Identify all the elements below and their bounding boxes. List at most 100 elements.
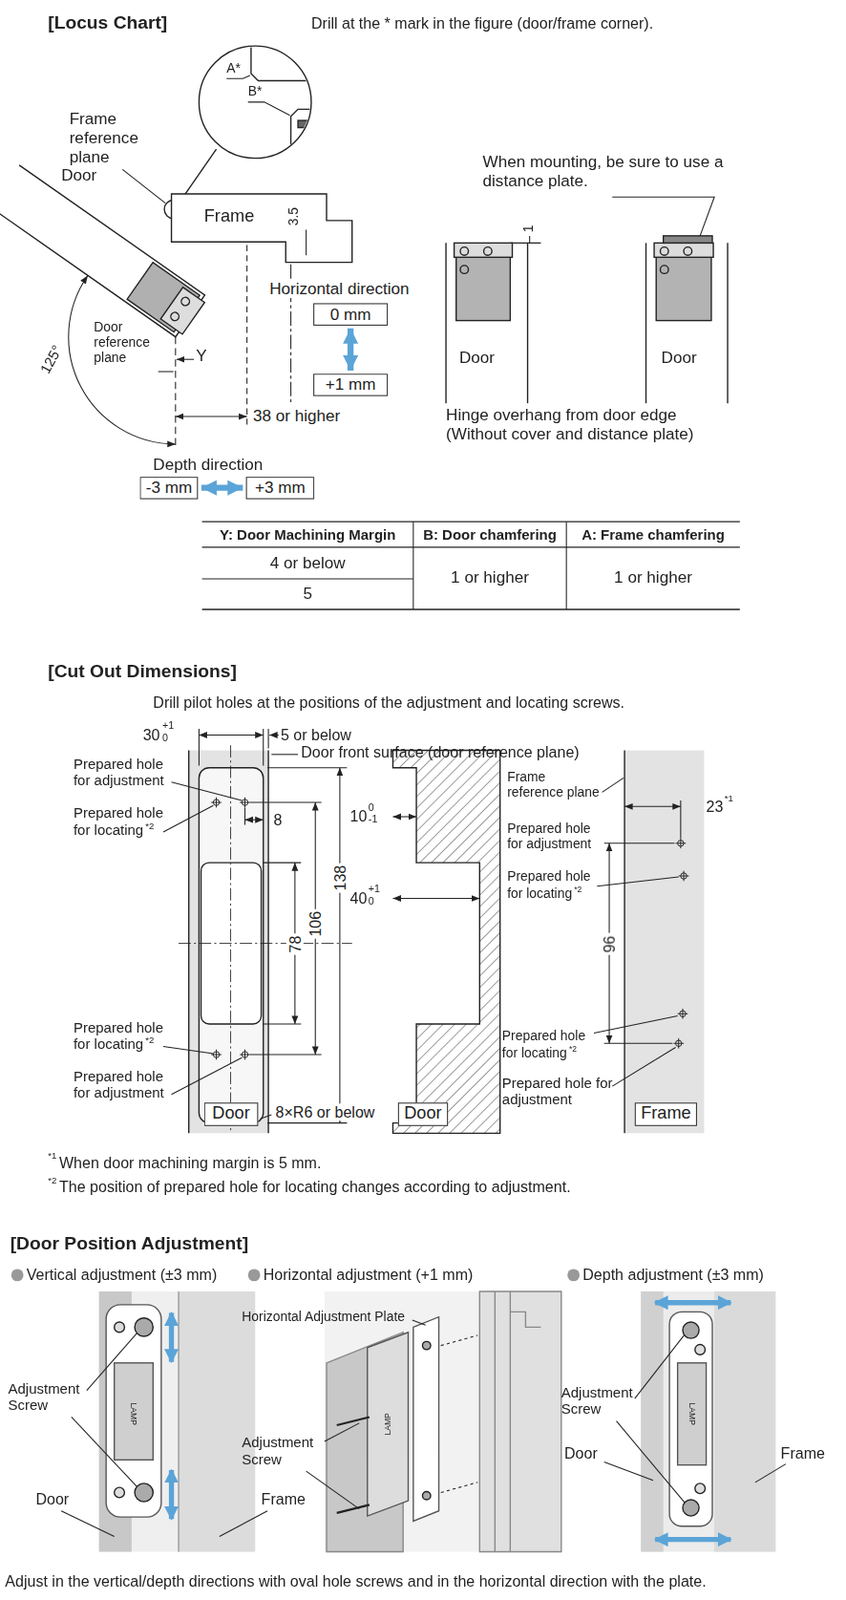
table-cell: 4 or below [270, 553, 346, 572]
logo-text-wrap: LAMP [687, 1402, 698, 1425]
dimension: 40 [350, 888, 368, 907]
direction-label-wrap: Depth direction [152, 455, 263, 475]
direction-label-wrap: Horizontal direction [267, 279, 412, 299]
dimension-wrap: 106 [306, 909, 324, 939]
tolerance-wrap: 0 [162, 731, 169, 743]
table-cell-wrap: 4 or below [202, 553, 414, 573]
angle-label: 125° [37, 341, 66, 376]
footnote-mark: *2 [47, 1174, 57, 1185]
footnote-wrap: When door machining margin is 5 mm. [59, 1153, 321, 1171]
section-title: [Locus Chart] [47, 12, 168, 33]
logo-text-wrap: LAMP [128, 1402, 139, 1425]
table-header-wrap: Y: Door Machining Margin [202, 526, 414, 543]
footnote-wrap: The position of prepared hole for locati… [59, 1177, 572, 1195]
dimension: 96 [600, 935, 618, 953]
dimension: Y [195, 346, 207, 364]
part-label-wrap: Frame reference plane [69, 109, 154, 167]
part-label: Door [661, 349, 698, 367]
hole-label-wrap: Prepared hole for locating*2 [502, 1028, 605, 1060]
box-text: Door [211, 1104, 250, 1124]
footnote-mark: *2 [145, 820, 154, 831]
hole-label: Prepared hole for adjustment [502, 1074, 614, 1107]
figure-title-wrap: Depth adjustment (±3 mm) [582, 1265, 764, 1283]
dimension: 78 [286, 935, 304, 953]
hole-label-wrap: Prepared hole for locating*2 [73, 803, 181, 838]
hole-label-wrap: Prepared hole for adjustment [502, 1074, 615, 1107]
box-text: 0 mm [330, 305, 372, 324]
dimension-wrap: 10 [350, 806, 368, 825]
box-text: -3 mm [146, 478, 192, 497]
dimension-wrap: 1 [522, 225, 538, 233]
value-box: 0 mm [313, 302, 388, 325]
part-label: Door reference plane [93, 319, 150, 366]
direction-label: Depth direction [152, 455, 263, 473]
hole-label: Prepared hole for locating [502, 1027, 586, 1059]
part-label-wrap: Adjustment Screw [561, 1383, 644, 1417]
view-tag: Frame [634, 1101, 698, 1126]
table-cell-wrap: 1 or higher [566, 568, 741, 588]
table-header: A: Frame chamfering [581, 526, 725, 543]
tolerance: +1 [368, 882, 381, 894]
hole-label-wrap: Prepared hole for locating*2 [73, 1018, 181, 1053]
footnote-mark: *1 [47, 1149, 57, 1161]
hole-label-wrap: Prepared hole for adjustment [73, 755, 181, 788]
note-wrap: Drill pilot holes at the positions of th… [152, 693, 625, 711]
footnote-mark: *2 [573, 885, 582, 895]
note: Drill pilot holes at the positions of th… [152, 693, 625, 711]
section-title-wrap: [Locus Chart] [47, 12, 168, 34]
table-header: Y: Door Machining Margin [219, 526, 396, 543]
part-label: Horizontal Adjustment Plate [241, 1308, 405, 1324]
note: Adjust in the vertical/depth directions … [4, 1571, 706, 1589]
double-arrow [347, 328, 354, 371]
dimension-wrap: 40 [350, 888, 368, 907]
dimension: 10 [350, 806, 368, 825]
note-wrap: Drill at the * mark in the figure (door/… [311, 14, 654, 32]
part-label-wrap: Door [459, 349, 495, 369]
dimension: 8 [273, 810, 282, 828]
part-label: Frame [781, 1443, 825, 1461]
part-label-wrap: Frame [204, 206, 255, 227]
table-cell: 1 or higher [613, 568, 693, 586]
dimension: 8×R6 or below [275, 1102, 376, 1121]
part-label-wrap: Horizontal Adjustment Plate [241, 1309, 405, 1325]
logo-text: LAMP [128, 1402, 139, 1425]
hole-label-wrap: Prepared hole for adjustment [507, 821, 610, 852]
dimension-wrap: 5 or below [280, 725, 352, 743]
tolerance-wrap: +1 [368, 882, 381, 894]
table-cell-wrap: 5 [202, 584, 414, 604]
caption-note: Hinge overhang from door edge (Without c… [445, 405, 694, 443]
dimension-wrap: 78 [286, 933, 304, 955]
direction-label: Horizontal direction [269, 279, 409, 297]
chamfer-mark: A* [226, 60, 241, 76]
chamfer-mark-wrap: B* [248, 84, 263, 101]
part-label: Adjustment Screw [561, 1383, 634, 1417]
part-label-wrap: Frame [781, 1443, 825, 1461]
table-header-wrap: B: Door chamfering [413, 526, 567, 543]
note: When mounting, be sure to use a distance… [483, 152, 724, 190]
box-text: +3 mm [254, 478, 306, 497]
tolerance: +1 [162, 719, 174, 731]
double-arrow [201, 484, 243, 490]
dimension: 3.5 [285, 207, 301, 226]
hole-label: Prepared hole for adjustment [507, 820, 592, 851]
section-title-wrap: [Cut Out Dimensions] [47, 659, 237, 681]
angle-label-wrap: 125° [37, 341, 66, 376]
dimension: 23 [706, 797, 724, 815]
part-label-wrap: Frame [261, 1489, 306, 1507]
hole-label: Prepared hole for adjustment [73, 755, 165, 788]
part-label: Adjustment Screw [8, 1379, 81, 1413]
dimension-wrap: 138 [331, 863, 349, 893]
footnote-mark: *2 [569, 1043, 577, 1054]
part-label-wrap: Door front surface (door reference plane… [300, 742, 579, 761]
footnote-mark-wrap: *1 [47, 1149, 57, 1161]
note-wrap: Adjust in the vertical/depth directions … [4, 1571, 706, 1589]
section-title: [Cut Out Dimensions] [47, 659, 237, 680]
view-tag: Door [204, 1101, 259, 1126]
dimension-wrap: 23 [706, 797, 724, 815]
box-text: +1 mm [325, 375, 377, 394]
tolerance: 0 [162, 731, 169, 743]
table-cell: 5 [302, 584, 313, 602]
note-wrap: When mounting, be sure to use a distance… [483, 152, 729, 191]
part-label: Frame [261, 1489, 306, 1507]
